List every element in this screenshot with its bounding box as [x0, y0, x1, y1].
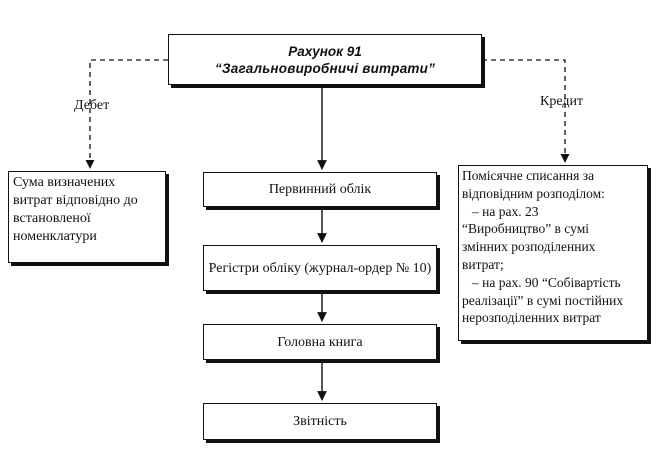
credit-line: нерозподіленних витрат [462, 310, 601, 326]
credit-line: змінних розподіленних [462, 239, 596, 255]
credit-line: витрат; [462, 256, 504, 272]
step-label: Головна книга [277, 334, 363, 350]
debit-description-box: Сума визначених витрат відповідно до вст… [8, 171, 166, 263]
credit-line: “Виробництво” в сумі [462, 221, 589, 237]
step-accounting-registers: Регістри обліку (журнал-ордер № 10) [203, 245, 437, 291]
step-label: Регістри обліку (журнал-ордер № 10) [208, 260, 432, 276]
account-number: Рахунок 91 [288, 43, 362, 59]
debit-label: Дебет [74, 98, 110, 113]
debit-line: Сума визначених [13, 175, 116, 190]
debit-line: витрат відповідно до [13, 193, 138, 208]
step-label: Первинний облік [268, 182, 372, 197]
credit-connector [482, 59, 570, 163]
account-name: “Загальновиробничі витрати” [214, 60, 436, 76]
debit-line: номенклатури [13, 229, 97, 244]
step-primary-accounting: Первинний облік [203, 172, 437, 207]
debit-line: встановленої [13, 211, 91, 226]
credit-description-box: Помісячне списання за відповідним розпод… [458, 165, 648, 341]
credit-label: Кредит [540, 94, 584, 109]
step-reporting: Звітність [203, 403, 437, 440]
step-label: Звітність [293, 414, 347, 429]
step-general-ledger: Головна книга [203, 324, 437, 360]
credit-line: відповідним розподілом: [462, 185, 605, 201]
credit-line: Помісячне списання за [462, 168, 595, 183]
account-title-box: Рахунок 91 “Загальновиробничі витрати” [168, 34, 482, 85]
credit-line: – на рах. 90 “Собівартість [472, 274, 621, 290]
debit-connector [85, 59, 168, 169]
credit-line: – на рах. 23 [472, 203, 539, 219]
credit-line: реалізації” в сумі постійних [462, 292, 624, 308]
